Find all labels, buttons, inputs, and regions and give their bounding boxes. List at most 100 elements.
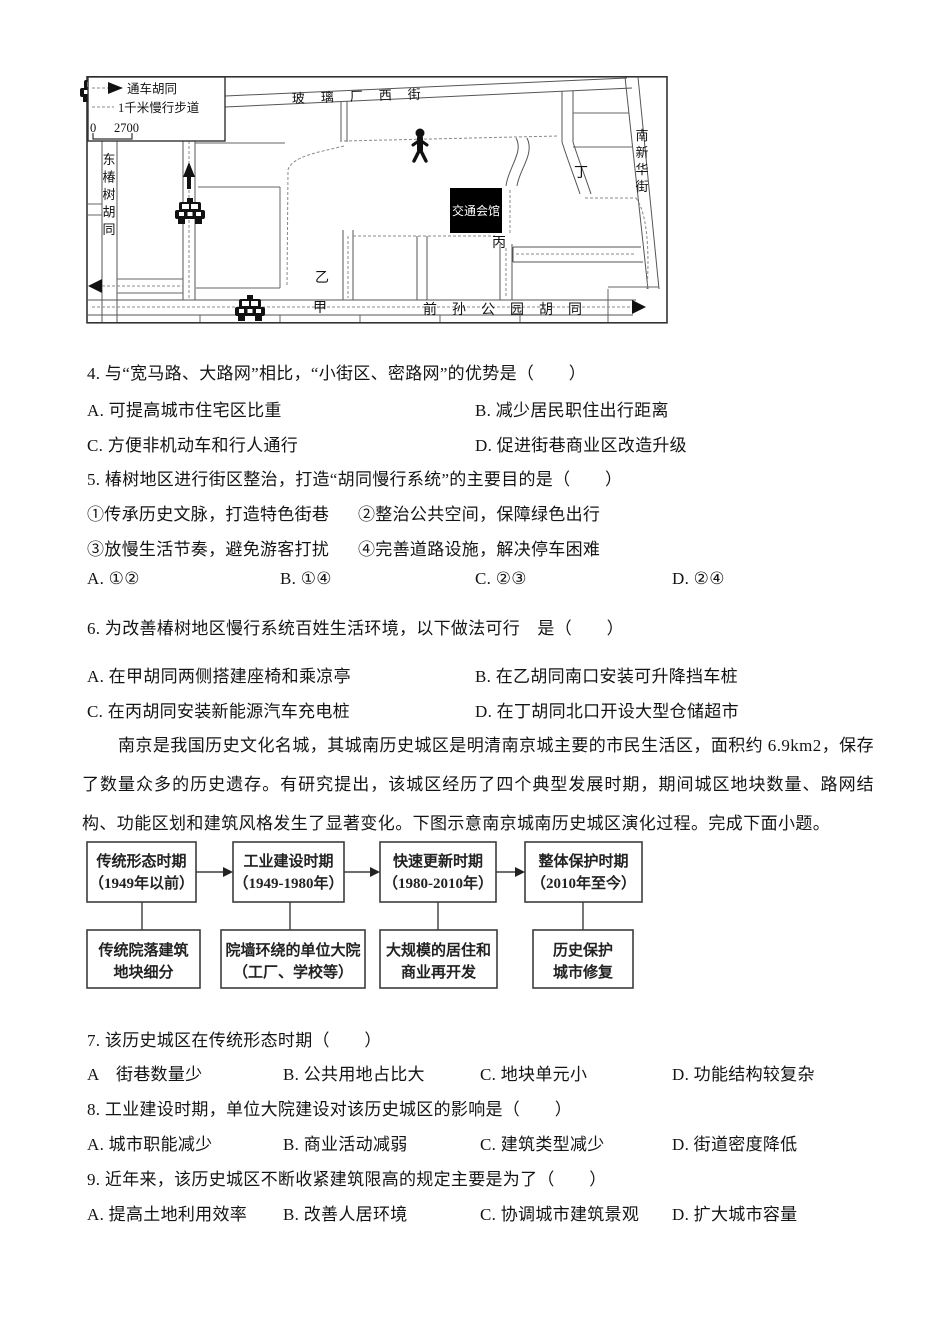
up-arrow-icon <box>187 177 191 189</box>
feature-2-line1: 院墙环绕的单位大院 <box>225 941 360 959</box>
period-4-name: 整体保护时期 <box>538 852 628 870</box>
question-5-stem: 5. 椿树地区进行街区整治，打造“胡同慢行系统”的主要目的是（ ） <box>87 470 623 489</box>
block-line <box>505 137 519 187</box>
feature-3-line1: 大规模的居住和 <box>386 941 491 959</box>
question-6-option-a: A. 在甲胡同两侧搭建座椅和乘凉亭 <box>87 667 351 686</box>
question-4-option-b: B. 减少居民职住出行距离 <box>475 401 669 420</box>
street-top-line <box>224 77 628 97</box>
question-7-option-c: C. 地块单元小 <box>480 1065 588 1084</box>
period-2-name: 工业建设时期 <box>243 852 333 870</box>
period-3-years: （1980-2010年） <box>383 874 493 892</box>
street-top-line <box>224 87 633 108</box>
question-5-option-c: C. ②③ <box>475 569 527 588</box>
street-label-right: 南新华街 <box>635 128 648 194</box>
question-7-option-b: B. 公共用地占比大 <box>283 1065 425 1084</box>
question-5-option-b: B. ①④ <box>280 569 332 588</box>
legend-scale-end: 2700 <box>114 121 139 135</box>
question-8-option-a: A. 城市职能减少 <box>87 1135 213 1154</box>
flowchart-connector <box>141 902 584 930</box>
hutong-map: 交通会馆 <box>80 76 668 324</box>
flowchart-feature-2-box <box>220 929 366 989</box>
legend-scale-bar <box>92 133 133 140</box>
question-5-option-d: D. ②④ <box>672 569 725 588</box>
flowchart-arrowhead-icon <box>370 867 380 877</box>
question-4-stem: 4. 与“宽马路、大路网”相比，“小街区、密路网”的优势是（ ） <box>87 364 587 383</box>
map-legend: 通车胡同 1千米慢行步道 0 2700 <box>87 76 226 142</box>
period-3-name: 快速更新时期 <box>393 852 483 870</box>
question-7-option-a: A 街巷数量少 <box>87 1065 203 1084</box>
feature-1-line1: 传统院落建筑 <box>97 941 188 959</box>
period-2-years: （1949-1980年） <box>234 874 344 892</box>
block-line <box>199 315 521 322</box>
flowchart-feature-1-box <box>86 929 201 989</box>
flowchart-period-3-box <box>379 841 497 903</box>
spot-label-bing: 丙 <box>492 236 506 251</box>
walk-path-east <box>635 197 649 290</box>
question-4-option-c: C. 方便非机动车和行人通行 <box>87 436 299 455</box>
question-4-option-d: D. 促进街巷商业区改造升级 <box>475 436 687 455</box>
question-9-stem: 9. 近年来，该历史城区不断收紧建筑限高的规定主要是为了（ ） <box>87 1170 607 1189</box>
question-8-stem: 8. 工业建设时期，单位大院建设对该历史城区的影响是（ ） <box>87 1100 572 1119</box>
street-label-left: 东椿树胡同 <box>102 152 115 237</box>
bing-hutong-line <box>499 244 513 300</box>
up-arrow-icon <box>183 162 195 177</box>
building-label: 交通会馆 <box>452 203 500 218</box>
legend-arrow-icon <box>108 82 123 94</box>
block-line <box>416 236 428 300</box>
question-5-item-3: ③放慢生活节奏，避免游客打扰 <box>87 540 330 559</box>
flowchart-arrowhead-icon <box>515 867 525 877</box>
question-9-option-c: C. 协调城市建筑景观 <box>480 1205 640 1224</box>
feature-2-line2: （工厂、学校等） <box>233 963 353 981</box>
question-6-option-b: B. 在乙胡同南口安装可升降挡车桩 <box>475 667 738 686</box>
block-line <box>516 137 530 187</box>
period-1-years: （1949年以前） <box>89 874 194 892</box>
flowchart-period-2-box <box>232 841 345 903</box>
question-9-option-a: A. 提高土地利用效率 <box>87 1205 248 1224</box>
flowchart-feature-3-box <box>379 929 498 989</box>
flowchart-period-1-box <box>86 841 197 903</box>
evolution-flowchart: 传统形态时期 （1949年以前） 工业建设时期 （1949-1980年） 快速更… <box>80 841 650 998</box>
legend-scale-start: 0 <box>90 121 96 135</box>
question-5-item-4: ④完善道路设施，解决停车困难 <box>358 540 601 559</box>
pedestrian-icon <box>411 128 429 163</box>
question-8-option-c: C. 建筑类型减少 <box>480 1135 605 1154</box>
question-5-item-2: ②整治公共空间，保障绿色出行 <box>358 505 601 524</box>
street-label-top: 玻璃厂西街 <box>292 86 437 106</box>
nanjing-passage: 南京是我国历史文化名城，其城南历史城区是明清南京城主要的市民生活区，面积约 6.… <box>82 736 874 833</box>
feature-3-line2: 商业再开发 <box>401 963 477 981</box>
period-4-years: （2010年至今） <box>531 874 636 892</box>
spot-label-jia: 甲 <box>313 301 327 316</box>
question-5-option-a: A. ①② <box>87 569 140 588</box>
spot-label-ding: 丁 <box>574 166 588 181</box>
question-8-option-d: D. 街道密度降低 <box>672 1135 798 1154</box>
yi-hutong-line <box>342 230 354 300</box>
legend-walk-label: 1千米慢行步道 <box>118 101 200 115</box>
question-4-option-a: A. 可提高城市住宅区比重 <box>87 401 282 420</box>
question-6-option-d: D. 在丁胡同北口开设大型仓储超市 <box>475 702 739 721</box>
flowchart-feature-4-box <box>532 929 634 989</box>
question-5-item-1: ①传承历史文脉，打造特色街巷 <box>87 505 330 524</box>
period-1-name: 传统形态时期 <box>95 852 186 870</box>
flowchart-period-4-box <box>524 841 643 903</box>
block-line <box>561 141 581 195</box>
left-arrow-icon <box>88 279 102 293</box>
question-6-stem: 6. 为改善椿树地区慢行系统百姓生活环境，以下做法可行 是（ ） <box>87 619 624 638</box>
street-label-bottom: 前孙公园胡同 <box>423 301 597 318</box>
street-right-line <box>624 76 649 290</box>
walk-path-west <box>286 145 345 287</box>
right-arrow-icon <box>632 300 646 314</box>
question-6-option-c: C. 在丙胡同安装新能源汽车充电桩 <box>87 702 350 721</box>
walk-path-top <box>343 135 559 142</box>
hutong-map-figure: 交通会馆 <box>80 76 672 331</box>
question-7-stem: 7. 该历史城区在传统形态时期（ ） <box>87 1031 382 1050</box>
question-8-option-b: B. 商业活动减弱 <box>283 1135 408 1154</box>
feature-4-line1: 历史保护 <box>553 941 613 959</box>
feature-1-line2: 地块细分 <box>113 963 173 981</box>
question-7-option-d: D. 功能结构较复杂 <box>672 1065 815 1084</box>
spot-label-yi: 乙 <box>315 270 329 286</box>
feature-4-line2: 城市修复 <box>553 963 614 981</box>
jiaotong-guild-hall <box>450 188 502 233</box>
flowchart-arrowhead-icon <box>223 867 233 877</box>
legend-car-label: 通车胡同 <box>127 81 177 96</box>
street-right-line <box>637 76 660 290</box>
